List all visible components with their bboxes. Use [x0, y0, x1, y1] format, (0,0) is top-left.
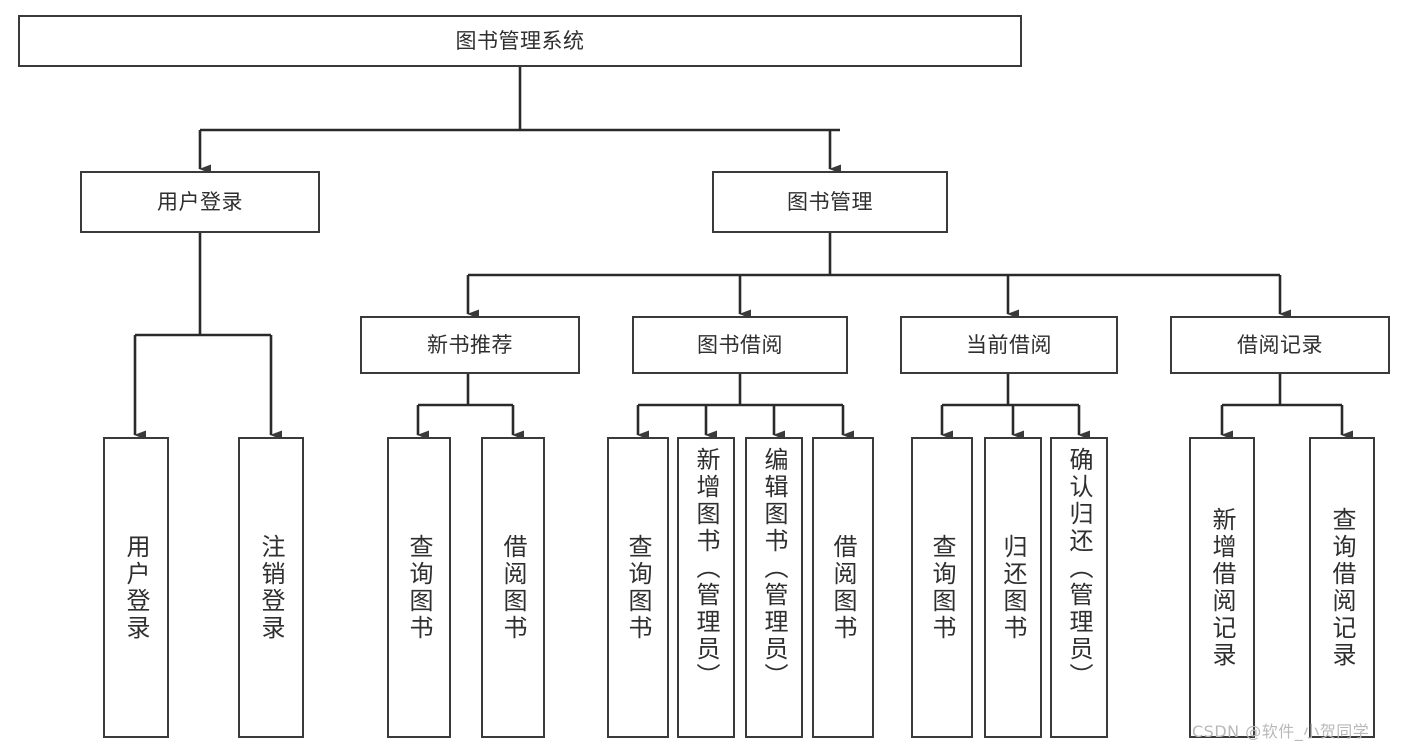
node-borrow-record-label: 借阅记录: [1237, 332, 1323, 357]
node-user-login-label: 用户登录: [157, 189, 243, 214]
leaf-query-book-borrow[interactable]: 查询图书: [607, 437, 669, 738]
leaf-return-book[interactable]: 归还图书: [984, 437, 1042, 738]
leaf-borrow-book-recommend[interactable]: 借阅图书: [481, 437, 545, 738]
node-current-borrow[interactable]: 当前借阅: [900, 316, 1118, 374]
node-root-label: 图书管理系统: [455, 28, 585, 53]
node-new-book-recommend[interactable]: 新书推荐: [360, 316, 580, 374]
leaf-query-book-current[interactable]: 查询图书: [911, 437, 973, 738]
leaf-user-logout-label: 注销登录: [257, 533, 285, 642]
leaf-user-login-label: 用户登录: [122, 533, 150, 642]
leaf-query-book-current-label: 查询图书: [928, 533, 956, 642]
leaf-query-borrow-record-label: 查询借阅记录: [1328, 506, 1356, 669]
leaf-user-login[interactable]: 用户登录: [103, 437, 169, 738]
leaf-query-book-recommend[interactable]: 查询图书: [387, 437, 451, 738]
leaf-user-logout[interactable]: 注销登录: [238, 437, 304, 738]
leaf-borrow-book[interactable]: 借阅图书: [812, 437, 874, 738]
node-book-borrow-label: 图书借阅: [697, 332, 783, 357]
leaf-confirm-return-admin[interactable]: 确认归还（管理员）: [1050, 437, 1108, 738]
node-book-management[interactable]: 图书管理: [712, 171, 948, 233]
node-borrow-record[interactable]: 借阅记录: [1170, 316, 1390, 374]
leaf-query-book-recommend-label: 查询图书: [405, 533, 433, 642]
leaf-edit-book-admin-label: 编辑图书（管理员）: [760, 447, 788, 690]
leaf-query-book-borrow-label: 查询图书: [624, 533, 652, 642]
leaf-confirm-return-admin-label: 确认归还（管理员）: [1065, 447, 1093, 690]
leaf-return-book-label: 归还图书: [999, 533, 1027, 642]
leaf-edit-book-admin[interactable]: 编辑图书（管理员）: [745, 437, 803, 738]
node-book-borrow[interactable]: 图书借阅: [632, 316, 848, 374]
node-root[interactable]: 图书管理系统: [18, 15, 1022, 67]
leaf-add-borrow-record[interactable]: 新增借阅记录: [1189, 437, 1255, 738]
watermark: CSDN @软件_小贺同学: [1192, 722, 1370, 741]
node-new-book-recommend-label: 新书推荐: [427, 332, 513, 357]
leaf-add-borrow-record-label: 新增借阅记录: [1208, 506, 1236, 669]
leaf-add-book-admin[interactable]: 新增图书（管理员）: [677, 437, 735, 738]
node-book-management-label: 图书管理: [787, 189, 873, 214]
leaf-query-borrow-record[interactable]: 查询借阅记录: [1309, 437, 1375, 738]
leaf-borrow-book-recommend-label: 借阅图书: [499, 533, 527, 642]
leaf-borrow-book-label: 借阅图书: [829, 533, 857, 642]
leaf-add-book-admin-label: 新增图书（管理员）: [692, 447, 720, 690]
node-user-login[interactable]: 用户登录: [80, 171, 320, 233]
node-current-borrow-label: 当前借阅: [966, 332, 1052, 357]
